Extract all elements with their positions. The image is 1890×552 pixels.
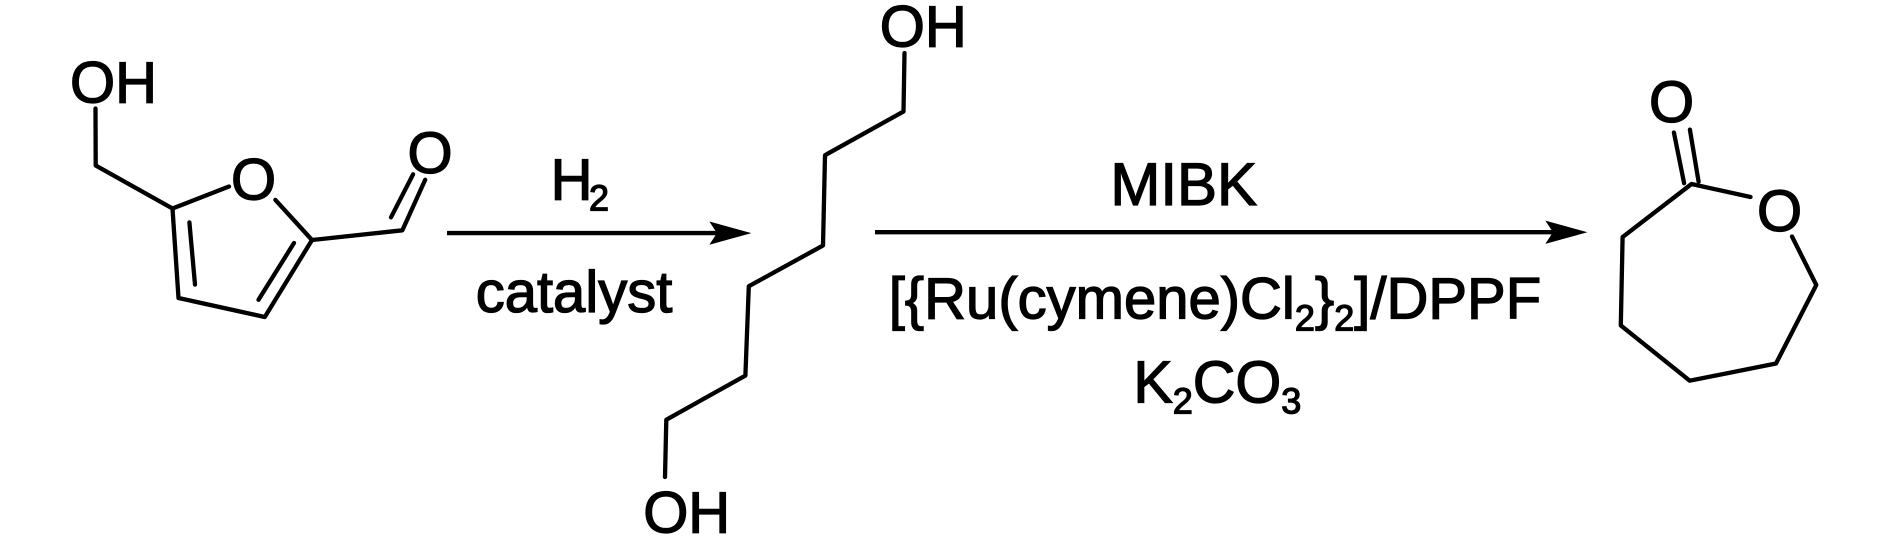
svg-text:OH: OH (643, 481, 730, 546)
svg-text:OH: OH (70, 50, 157, 115)
svg-text:O: O (407, 121, 452, 186)
svg-text:catalyst: catalyst (476, 260, 673, 325)
svg-text:O: O (1757, 179, 1802, 244)
svg-text:OH: OH (880, 0, 967, 59)
svg-text:[{Ru(cymene)Cl2}2]/DPPF: [{Ru(cymene)Cl2}2]/DPPF (889, 267, 1541, 339)
svg-text:H: H (551, 147, 593, 212)
svg-text:O: O (231, 148, 276, 213)
svg-text:MIBK: MIBK (1110, 151, 1257, 218)
svg-text:K2CO3: K2CO3 (1133, 349, 1301, 421)
svg-text:2: 2 (589, 178, 609, 219)
svg-text:O: O (1649, 70, 1694, 135)
